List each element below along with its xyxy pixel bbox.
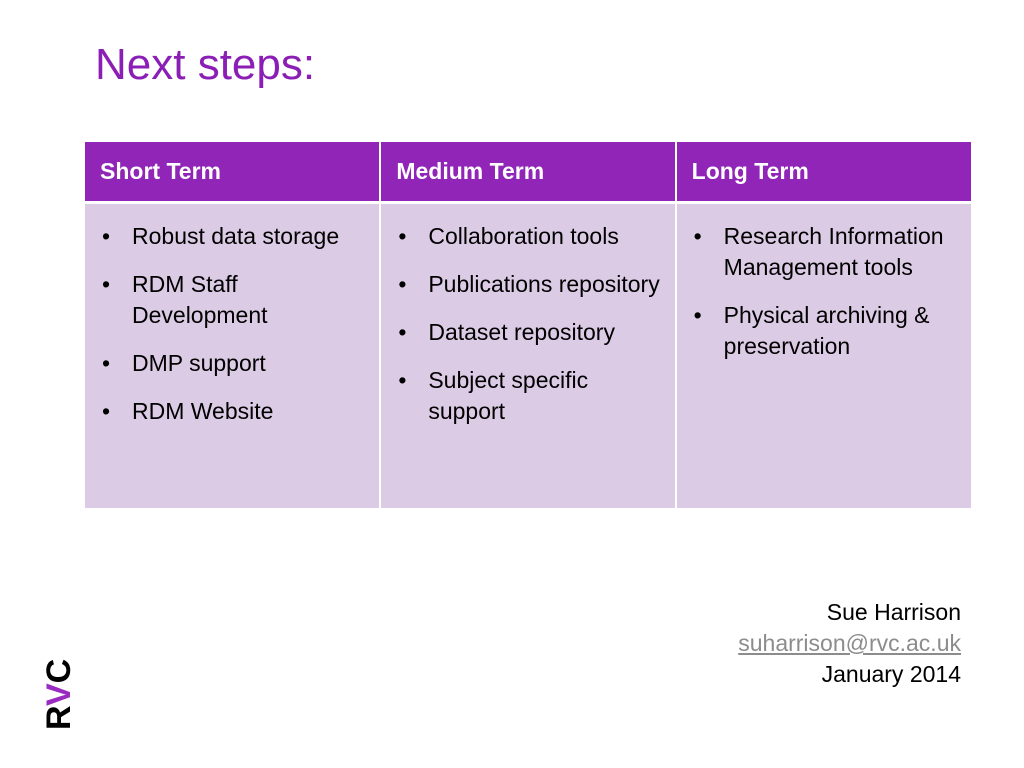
slide-title: Next steps:	[95, 40, 316, 89]
list-item-text: DMP support	[132, 349, 266, 376]
bullet-icon: •	[398, 270, 407, 297]
rvc-logo-letter-r: R	[40, 706, 74, 730]
email-link[interactable]: suharrison@rvc.ac.uk	[738, 630, 961, 656]
table-header-row: Short Term Medium Term Long Term	[85, 142, 971, 204]
medium-term-list: • Collaboration tools • Publications repos…	[396, 221, 664, 427]
list-item: • RDM Staff Development	[100, 269, 369, 331]
long-term-list: • Research Information Management tools •…	[692, 221, 961, 362]
bullet-icon: •	[398, 366, 407, 393]
list-item-text: Robust data storage	[132, 222, 340, 249]
list-item-text: Subject specific support	[428, 366, 589, 424]
bullet-icon: •	[693, 301, 702, 328]
bullet-icon: •	[102, 397, 111, 424]
list-item-text: Physical archiving & preservation	[723, 301, 930, 359]
list-item: • Robust data storage	[100, 221, 369, 252]
bullet-icon: •	[102, 222, 111, 249]
list-item: • Subject specific support	[396, 365, 664, 427]
short-term-cell: • Robust data storage • RDM Staff Developm…	[85, 202, 382, 508]
list-item-text: Publications repository	[428, 270, 660, 297]
next-steps-table: Short Term Medium Term Long Term • Robust…	[85, 142, 971, 508]
column-header-medium-term: Medium Term	[380, 142, 677, 204]
bullet-icon: •	[693, 222, 702, 249]
list-item: • DMP support	[100, 348, 369, 379]
list-item: • Dataset repository	[396, 317, 664, 348]
presenter-name: Sue Harrison	[826, 599, 961, 625]
list-item-text: RDM Website	[132, 397, 274, 424]
rvc-logo: RVC	[40, 659, 74, 730]
list-item: • Physical archiving & preservation	[692, 300, 961, 362]
list-item: • RDM Website	[100, 396, 369, 427]
list-item-text: Collaboration tools	[428, 222, 619, 249]
list-item-text: Dataset repository	[428, 318, 615, 345]
table-body-row: • Robust data storage • RDM Staff Developm…	[85, 202, 971, 508]
rvc-logo-text: RVC	[40, 659, 74, 730]
list-item: • Collaboration tools	[396, 221, 664, 252]
bullet-icon: •	[102, 270, 111, 297]
rvc-logo-letter-c: C	[40, 659, 74, 684]
list-item-text: Research Information Management tools	[723, 222, 944, 280]
list-item: • Research Information Management tools	[692, 221, 961, 283]
bullet-icon: •	[398, 222, 407, 249]
bullet-icon: •	[398, 318, 407, 345]
column-header-short-term: Short Term	[85, 142, 382, 204]
contact-block: Sue Harrison suharrison@rvc.ac.uk Januar…	[738, 597, 961, 690]
bullet-icon: •	[102, 349, 111, 376]
medium-term-cell: • Collaboration tools • Publications repos…	[380, 202, 677, 508]
list-item-text: RDM Staff Development	[132, 270, 268, 328]
long-term-cell: • Research Information Management tools •…	[675, 202, 971, 508]
presentation-date: January 2014	[821, 661, 961, 687]
column-header-long-term: Long Term	[675, 142, 971, 204]
short-term-list: • Robust data storage • RDM Staff Developm…	[100, 221, 369, 427]
rvc-logo-letter-v: V	[40, 683, 74, 706]
list-item: • Publications repository	[396, 269, 664, 300]
